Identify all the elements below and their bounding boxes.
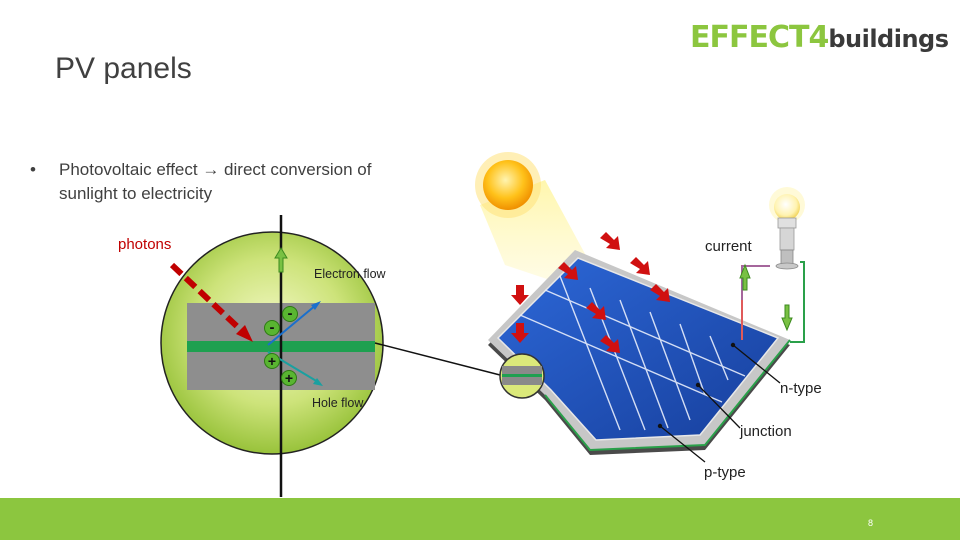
electron-sign-2: - <box>288 305 293 322</box>
electron-1: - <box>264 319 280 336</box>
hole-2: + <box>281 370 297 386</box>
magnified-cell: - - + + <box>160 215 384 497</box>
page-number: 8 <box>868 518 874 528</box>
n-type-label: n-type <box>780 380 822 397</box>
p-type-label: p-type <box>704 464 746 481</box>
bullet-point: • Photovoltaic effect → direct conversio… <box>30 158 420 206</box>
photons-label: photons <box>118 236 172 253</box>
circuit-wire-green <box>790 261 805 343</box>
p-type-leader <box>659 425 706 463</box>
photon-arrow-icon <box>650 284 670 302</box>
photon-arrow-icon <box>600 335 620 353</box>
junction-label: junction <box>740 423 792 440</box>
circuit-wire-blue <box>741 265 770 300</box>
hole-sign-1: + <box>268 353 276 369</box>
light-bulb-icon <box>769 187 805 270</box>
bullet-text: Photovoltaic effect → direct conversion … <box>59 160 372 203</box>
zoom-connector-line <box>374 342 501 376</box>
electron-path <box>267 304 317 346</box>
photon-arrow-icon <box>600 232 620 250</box>
hole-1: + <box>264 353 280 369</box>
electron-2: - <box>282 305 298 322</box>
photon-arrow-icon <box>558 262 578 280</box>
slide-title: PV panels <box>55 52 192 85</box>
photon-arrow-icon <box>511 323 529 343</box>
photon-arrows <box>511 232 670 353</box>
photon-arrow-icon <box>511 285 529 305</box>
panel-junction-line <box>544 339 791 452</box>
up-arrow-icon <box>274 247 288 273</box>
logo-brand-sub: buildings <box>828 25 949 53</box>
hole-sign-2: + <box>285 370 293 386</box>
down-arrow-icon <box>781 304 793 332</box>
up-arrow-icon <box>739 263 751 291</box>
electron-flow-label: Electron flow <box>314 267 386 281</box>
photon-arrow-icon <box>586 302 606 320</box>
n-type-leader <box>732 344 781 384</box>
sun-icon <box>475 152 541 218</box>
hole-arrow-icon <box>313 378 323 386</box>
footer-bar <box>0 498 960 540</box>
photon-arrow <box>169 262 247 336</box>
junction-leader <box>697 384 741 429</box>
panel-zoom-circle <box>499 353 545 399</box>
electron-arrow-icon <box>311 301 321 310</box>
current-label: current <box>705 238 752 255</box>
photon-arrow-head-icon <box>236 325 253 342</box>
logo-brand: EFFECT4 <box>690 20 829 55</box>
hole-flow-label: Hole flow <box>312 396 364 410</box>
effect4buildings-logo: EFFECT4buildings <box>690 20 949 55</box>
photon-arrow-icon <box>630 257 650 275</box>
electron-sign-1: - <box>270 319 275 336</box>
bullet-marker: • <box>30 160 36 179</box>
